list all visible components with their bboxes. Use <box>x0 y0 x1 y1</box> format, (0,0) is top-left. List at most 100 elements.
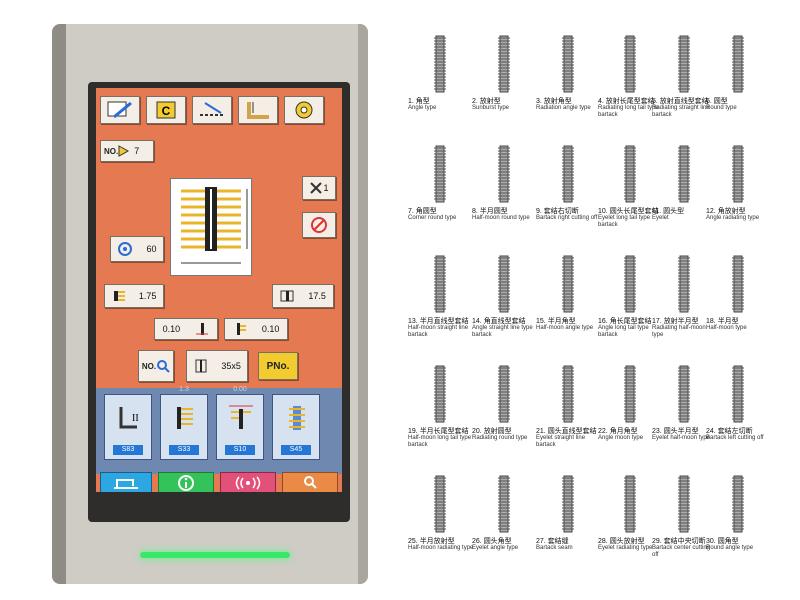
pattern-number: 22. <box>598 428 608 435</box>
pattern-name-en: Radiation angle type <box>536 105 591 111</box>
left-width-button[interactable]: 1.75 <box>104 284 164 308</box>
pno-button[interactable]: PNo. <box>258 352 298 380</box>
pattern-name-en: Eyelet <box>652 215 669 221</box>
pattern-name-zh: 角放射型 <box>717 208 746 215</box>
pattern-number: 23. <box>652 428 662 435</box>
panel-edge-left <box>52 24 66 584</box>
pattern-number: 27. <box>536 538 546 545</box>
buttonhole-stitch-icon <box>732 475 744 533</box>
panel-edge-right <box>358 24 368 584</box>
search-button[interactable] <box>282 472 338 492</box>
pattern-number: 12. <box>706 208 716 215</box>
buttonhole-stitch-icon <box>434 35 446 93</box>
pattern-name-en: Half-moon long tail type bartack <box>408 435 472 448</box>
pattern-number: 13. <box>408 318 418 325</box>
communication-button[interactable] <box>220 472 276 492</box>
pattern-name: 7. 角圆型 <box>408 208 474 215</box>
pattern-number: 8. <box>472 208 478 215</box>
pattern-name-en: Corner round type <box>408 215 457 221</box>
right-offset-button[interactable]: 0.10 <box>224 318 288 340</box>
pattern-name-en: Round angle type <box>706 545 754 551</box>
pattern-name: 19. 半月长尾型套结 <box>408 428 474 435</box>
mode-button-3[interactable]: 0.00 S10 <box>216 386 264 460</box>
cut-count-button[interactable]: 1 <box>302 176 336 200</box>
buttonhole-stitch-icon <box>678 475 690 533</box>
svg-text:C: C <box>162 104 171 118</box>
pattern-name-zh: 圆头放射型 <box>609 538 645 545</box>
pattern-number: 16. <box>598 318 608 325</box>
mode-button-2[interactable]: 1.3 S33 <box>160 386 208 460</box>
mode-button-1[interactable]: II S83 <box>104 394 152 460</box>
angle-button[interactable]: 60 <box>110 236 164 262</box>
sewing-machine-button[interactable] <box>100 472 152 492</box>
pattern-name: 10. 圆头长尾型套结 <box>598 208 664 215</box>
mode-2-tag: S33 <box>169 445 199 455</box>
cancel-cut-button[interactable] <box>302 212 336 238</box>
pattern-name: 23. 圆头半月型 <box>652 428 718 435</box>
pattern-number: 20. <box>472 428 482 435</box>
bobbin-winder-button[interactable] <box>284 96 324 124</box>
length-button[interactable]: 17.5 <box>272 284 334 308</box>
sewing-machine-panel: C NO. 7 <box>52 24 368 584</box>
search-pattern-button[interactable]: NO. <box>138 350 174 382</box>
pattern-name: 15. 半月角型 <box>536 318 602 325</box>
pattern-size-button[interactable]: 35x5 <box>186 350 248 382</box>
pattern-number: 6. <box>706 98 712 105</box>
pattern-number: 2. <box>472 98 478 105</box>
buttonhole-stitch-icon <box>562 35 574 93</box>
size-icon <box>193 357 209 375</box>
pattern-number-label: NO. <box>104 146 119 156</box>
pointer-icon <box>118 144 130 158</box>
buttonhole-stitch-icon <box>498 35 510 93</box>
rotation-dial-icon <box>117 241 133 257</box>
pattern-name-en: Bartack left cutting off <box>706 435 764 441</box>
stitch-preview <box>170 178 252 276</box>
pattern-number: 21. <box>536 428 546 435</box>
pattern-name-zh: 放射半月型 <box>663 318 699 325</box>
angle-value: 60 <box>146 244 157 254</box>
thread-tension-button[interactable] <box>192 96 232 124</box>
buttonhole-stitch-icon <box>498 255 510 313</box>
pattern-name-en: Half-moon angle type <box>536 325 594 331</box>
pattern-name-zh: 圆头直线型套结 <box>547 428 597 435</box>
pattern-name: 9. 套结右切断 <box>536 208 602 215</box>
pattern-name-zh: 半月长尾型套结 <box>419 428 469 435</box>
pattern-number: 14. <box>472 318 482 325</box>
buttonhole-stitch-icon <box>498 145 510 203</box>
pattern-name: 16. 角长尾型套结 <box>598 318 664 325</box>
buttonhole-stitch-icon <box>732 145 744 203</box>
corner-settings-button[interactable] <box>238 96 278 124</box>
left-offset-button[interactable]: 0.10 <box>154 318 218 340</box>
clear-button[interactable]: C <box>146 96 186 124</box>
info-button[interactable] <box>158 472 214 492</box>
mode-button-4[interactable]: S45 <box>272 394 320 460</box>
edit-pattern-button[interactable] <box>100 96 140 124</box>
pattern-number: 5. <box>652 98 658 105</box>
pattern-number: 9. <box>536 208 542 215</box>
info-icon <box>178 475 194 491</box>
pattern-number-button[interactable]: NO. 7 <box>100 140 154 162</box>
pattern-number: 17. <box>652 318 662 325</box>
pattern-number: 10. <box>598 208 608 215</box>
pattern-name: 18. 半月型 <box>706 318 772 325</box>
left-width-value: 1.75 <box>138 291 157 301</box>
pno-label: PNo. <box>266 360 290 372</box>
